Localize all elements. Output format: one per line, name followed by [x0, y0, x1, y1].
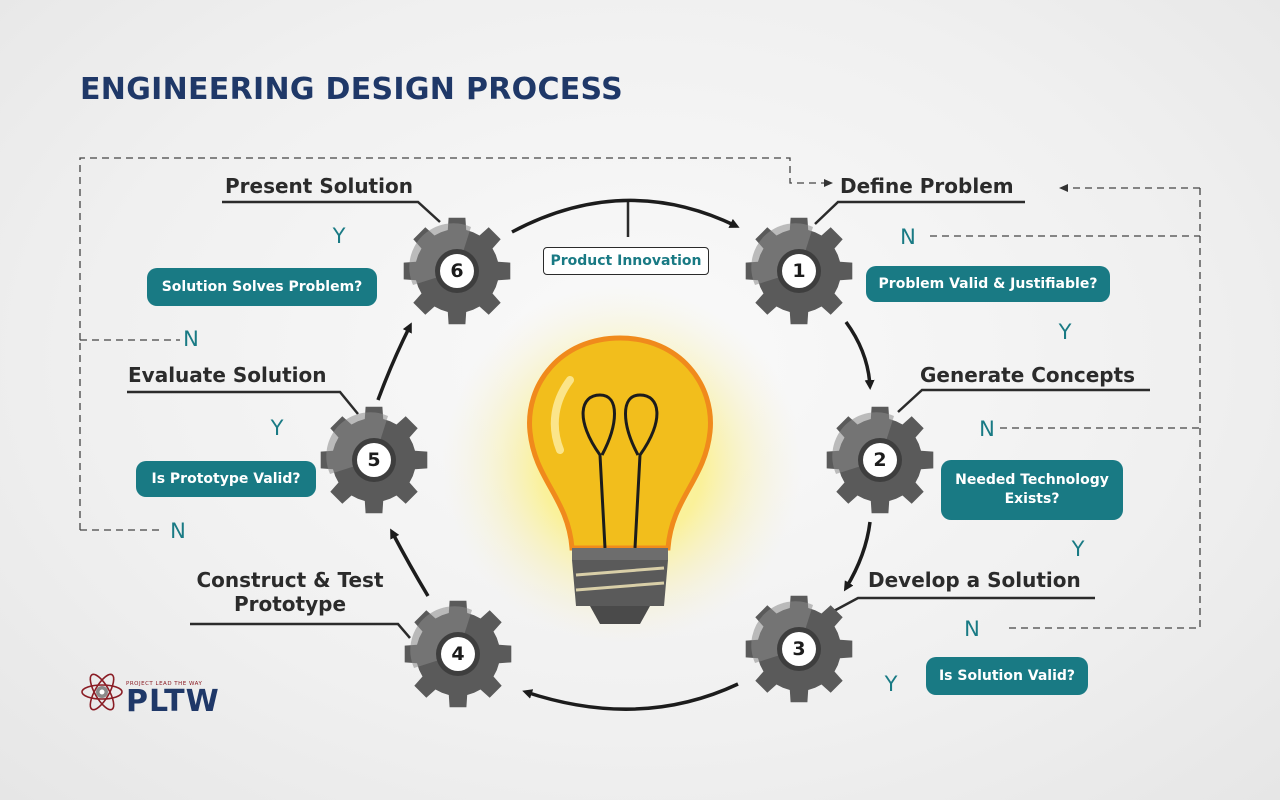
lightbulb-icon: [527, 335, 713, 624]
step-4-label: Construct & Test Prototype: [196, 568, 384, 616]
step-3-no: N: [964, 617, 980, 641]
step-6-no: N: [183, 327, 199, 351]
atom-gear-icon: [81, 673, 123, 711]
step-5-label: Evaluate Solution: [128, 363, 327, 387]
step-1-no: N: [900, 225, 916, 249]
step-3-label: Develop a Solution: [868, 568, 1081, 592]
step-3-yes: Y: [884, 672, 898, 696]
step-6-label: Present Solution: [225, 174, 413, 198]
step-6-yes: Y: [332, 224, 346, 248]
step-2-label: Generate Concepts: [920, 363, 1136, 387]
step-5-no: N: [170, 519, 186, 543]
step-1-yes: Y: [1058, 320, 1072, 344]
logo-tagline: PROJECT LEAD THE WAY: [126, 681, 203, 687]
step-2-no: N: [979, 417, 995, 441]
product-innovation-label: Product Innovation: [543, 247, 709, 275]
step-5-yes: Y: [270, 416, 284, 440]
step-1-question: Problem Valid & Justifiable?: [866, 266, 1110, 302]
pltw-logo: PROJECT LEAD THE WAY PLTW: [80, 668, 230, 720]
step-6-question: Solution Solves Problem?: [147, 268, 377, 306]
step-4-number: 4: [441, 637, 475, 671]
leader-lines: [127, 200, 1150, 639]
feedback-loops: [79, 157, 1201, 629]
step-1-number: 1: [782, 254, 816, 288]
step-5-number: 5: [357, 443, 391, 477]
step-2-number: 2: [863, 443, 897, 477]
step-3-question: Is Solution Valid?: [926, 657, 1088, 695]
page-title: ENGINEERING DESIGN PROCESS: [80, 72, 624, 107]
logo-wordmark: PLTW: [126, 684, 220, 719]
step-5-question: Is Prototype Valid?: [136, 461, 316, 497]
step-2-question: Needed Technology Exists?: [941, 460, 1123, 520]
cycle-arrows: [376, 198, 875, 711]
step-2-yes: Y: [1071, 537, 1085, 561]
step-1-label: Define Problem: [840, 174, 1014, 198]
step-3-number: 3: [782, 632, 816, 666]
step-6-number: 6: [440, 254, 474, 288]
